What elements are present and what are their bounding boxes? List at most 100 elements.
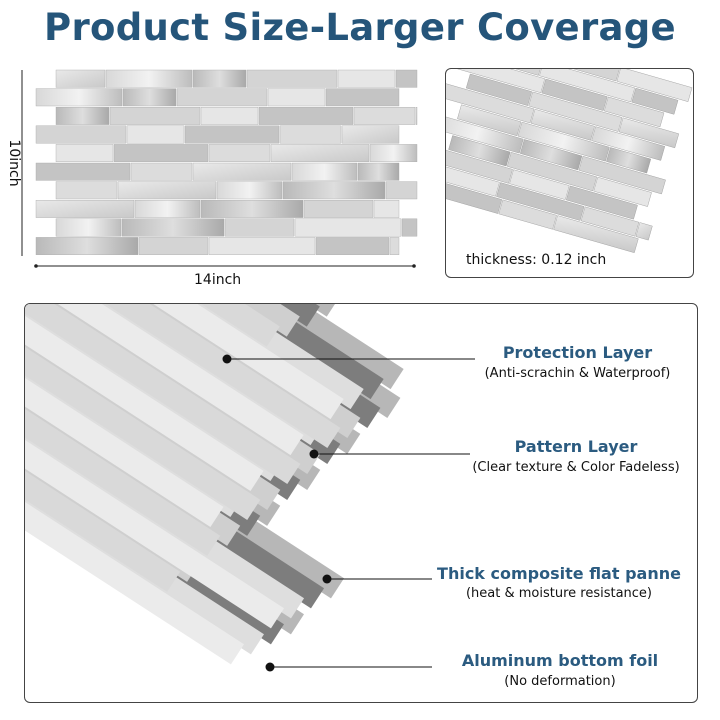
layer-title-foil: Aluminum bottom foil [461, 651, 659, 670]
tile-strip [446, 175, 503, 214]
tile-strip [593, 176, 652, 207]
tile-strip [506, 152, 598, 192]
tile-strip [200, 199, 304, 218]
tile-strip [291, 162, 358, 181]
tile-strip [565, 185, 638, 220]
tile-strip [446, 144, 513, 184]
tile-strip [591, 126, 666, 161]
tile-strip [578, 155, 666, 195]
layer-subtitle-foil: (No deformation) [504, 674, 616, 689]
tile-strip [113, 144, 209, 162]
tile-strip [528, 91, 623, 132]
tile-strip [55, 69, 106, 88]
layer-title-pattern: Pattern Layer [514, 437, 638, 456]
tile-strip [448, 135, 511, 167]
tile-strip [457, 104, 522, 137]
tile-strip [55, 106, 110, 125]
tile-strip [341, 125, 400, 144]
tile-strip [109, 106, 201, 125]
tile-strip [134, 199, 201, 218]
tile-strip [530, 108, 595, 141]
tile-strip [498, 199, 557, 230]
tile-strip [395, 69, 418, 88]
tile-strip [208, 237, 316, 255]
tile-strip [117, 181, 217, 200]
tile-strip [603, 96, 665, 128]
tile-strip [446, 83, 535, 124]
tile-strip [520, 139, 583, 171]
tile-strip [184, 125, 280, 144]
tile-strip [55, 181, 118, 200]
tile-strip [279, 125, 342, 144]
layer-title-panel: Thick composite flat panne [437, 564, 681, 583]
tile-strip [539, 69, 636, 103]
tile-strip [606, 147, 652, 174]
protection-layer [25, 304, 344, 665]
tile-strip [35, 162, 131, 181]
tile-strip [325, 88, 400, 107]
tile-strip [385, 181, 418, 200]
tile-strip [121, 218, 225, 237]
tile-strip [580, 206, 640, 237]
tile-strip [618, 117, 680, 149]
tile-strip [373, 199, 400, 218]
tile-strip [635, 222, 653, 241]
page-title: Product Size-Larger Coverage [44, 6, 676, 49]
tile-strip [353, 106, 416, 125]
width-dimension-label: 14inch [194, 272, 242, 288]
layers-box [24, 303, 698, 703]
tile-strip [55, 218, 122, 237]
layer-subtitle-pattern: (Clear texture & Color Fadeless) [472, 460, 680, 475]
tile-strip [337, 69, 396, 88]
tile-strip [192, 162, 292, 181]
tile-strip [224, 218, 295, 237]
layer-subtitle-panel: (heat & moisture resistance) [465, 586, 653, 601]
thickness-label: thickness: 0.12 inch [466, 252, 607, 268]
layer-title-protection: Protection Layer [502, 343, 653, 362]
tile-strip [517, 121, 610, 162]
tile-strip [270, 144, 370, 162]
tile-strip [401, 218, 418, 237]
layer-diagram [25, 304, 404, 665]
tile-strip [105, 69, 193, 88]
tile-strip [200, 106, 259, 125]
tile-strip [369, 144, 418, 162]
tile-strip [216, 181, 283, 200]
tile-strip [130, 162, 193, 181]
tile-strip [176, 88, 268, 107]
tile-strip [192, 69, 247, 88]
tile-strip [509, 169, 570, 200]
tile-strip [415, 106, 418, 125]
tile-strip [35, 88, 123, 107]
tile-strip [126, 125, 185, 144]
tile-strip [315, 237, 390, 255]
tile-strip [282, 181, 386, 200]
tile-strip [208, 144, 271, 162]
tile-strip [122, 88, 177, 107]
tile-strip [294, 218, 402, 237]
tile-strip [541, 78, 608, 111]
tile-strip [553, 215, 639, 253]
tile-strip [449, 69, 546, 94]
tile-strip [267, 88, 326, 107]
tile-strip [303, 199, 374, 218]
tile-strip [55, 144, 114, 162]
thickness-box [445, 68, 694, 278]
tile-strip [631, 87, 679, 115]
tile-strip [465, 73, 532, 106]
tile-strip [138, 237, 209, 255]
tile-strip [616, 69, 693, 102]
tile-strip [446, 113, 524, 154]
tile-strip [446, 166, 500, 197]
tile-strip [389, 237, 400, 255]
tile-strip [35, 199, 135, 218]
tile-strip [552, 69, 621, 82]
tile-strip [496, 182, 585, 221]
tile-strip [35, 125, 127, 144]
layer-subtitle-protection: (Anti-scrachin & Waterproof) [484, 366, 671, 381]
tile-panel-angled [446, 69, 693, 253]
tile-strip [246, 69, 338, 88]
tile-strip [357, 162, 400, 181]
